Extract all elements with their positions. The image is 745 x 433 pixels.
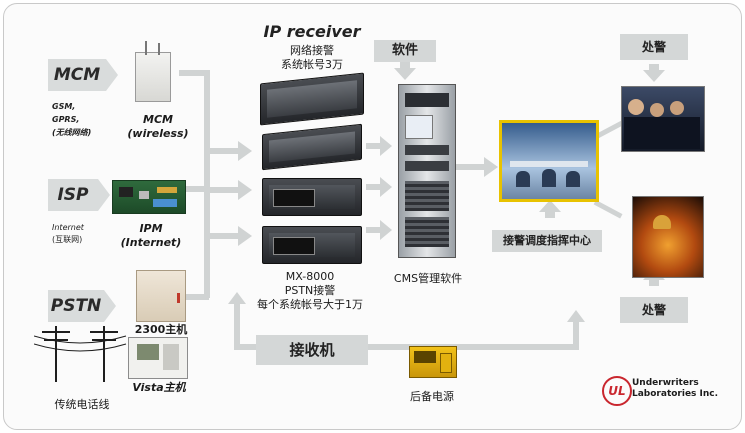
firefighter-photo	[632, 196, 704, 278]
ul-text: Underwriters Laboratories Inc.	[632, 378, 718, 400]
dispatch-top-label: 处警	[641, 40, 666, 54]
mcm-device-line: (wireless)	[127, 127, 189, 140]
command-center-photo	[499, 120, 599, 202]
mx8000-line: 每个系统帐号大于1万	[257, 298, 363, 311]
software-header: 软件	[374, 40, 436, 62]
ipm-device-line: IPM	[139, 222, 163, 235]
mcm-desc-line: GPRS,	[52, 115, 80, 124]
mcm-tag-label: MCM	[53, 65, 101, 85]
rack-receiver-icon	[262, 178, 362, 216]
mcm-device-line: MCM	[143, 113, 173, 126]
telephone-pole-icon	[34, 326, 127, 382]
isp-desc-line: Internet	[52, 223, 84, 232]
ul-line: Laboratories Inc.	[632, 389, 719, 399]
receiver-box: 接收机	[256, 335, 368, 365]
ipm-device-label: IPM (Internet)	[116, 222, 186, 250]
mcm-tag: MCM	[48, 59, 106, 91]
pstn-tag: PSTN	[48, 290, 104, 322]
mcm-device-icon	[135, 41, 171, 102]
dispatch-bottom-box: 处警	[620, 297, 688, 323]
ip-receiver-title: IP receiver	[263, 22, 361, 41]
panel-2300-icon	[136, 270, 186, 322]
rack-receiver-icon	[262, 226, 362, 264]
ul-line: Underwriters	[632, 378, 699, 388]
police-photo	[621, 86, 705, 152]
command-center-box: 接警调度指挥中心	[492, 230, 602, 252]
isp-description: Internet (互联网)	[52, 222, 84, 246]
generator-icon	[409, 346, 457, 378]
dispatch-bottom-label: 处警	[641, 303, 666, 317]
panel-vista-label: Vista主机	[132, 381, 186, 394]
ip-receiver-line: 网络接警	[290, 44, 334, 57]
mx8000-desc: MX-8000 PSTN接警 每个系统帐号大于1万	[240, 270, 380, 312]
receiver-label: 接收机	[289, 341, 335, 359]
ip-receiver-line: 系统帐号3万	[281, 58, 343, 71]
ip-receiver-desc: 网络接警 系统帐号3万	[252, 44, 372, 72]
mcm-desc-line: GSM,	[52, 102, 76, 111]
isp-tag-arrow	[98, 179, 110, 211]
software-header-label: 软件	[391, 43, 418, 58]
pstn-tag-arrow	[104, 290, 116, 322]
ipm-board-icon	[112, 180, 186, 214]
isp-desc-line: (互联网)	[52, 235, 83, 244]
panel-2300-label: 2300主机	[134, 323, 188, 336]
mcm-tag-arrow	[106, 59, 118, 91]
mx8000-line: MX-8000	[285, 270, 335, 283]
ipm-device-line: (Internet)	[120, 236, 182, 249]
command-center-label: 接警调度指挥中心	[503, 234, 591, 247]
mx8000-line: PSTN接警	[284, 284, 336, 297]
dispatch-top-box: 处警	[620, 34, 688, 60]
mcm-device-label: MCM (wireless)	[122, 113, 194, 141]
server-rack-icon	[398, 84, 456, 258]
mcm-desc-line: (无线网络)	[52, 128, 92, 137]
cms-software-label: CMS管理软件	[393, 272, 463, 285]
isp-tag: ISP	[48, 179, 98, 211]
pstn-pole-label: 传统电话线	[54, 398, 110, 411]
pstn-tag-label: PSTN	[50, 296, 102, 316]
ul-logo-icon: UL	[602, 376, 632, 406]
mcm-description: GSM, GPRS, (无线网络)	[52, 100, 91, 139]
backup-power-label: 后备电源	[410, 390, 454, 403]
system-diagram: MCM GSM, GPRS, (无线网络) MCM (wireless) ISP…	[3, 3, 742, 430]
isp-tag-label: ISP	[57, 185, 89, 205]
panel-vista-icon	[128, 337, 188, 379]
